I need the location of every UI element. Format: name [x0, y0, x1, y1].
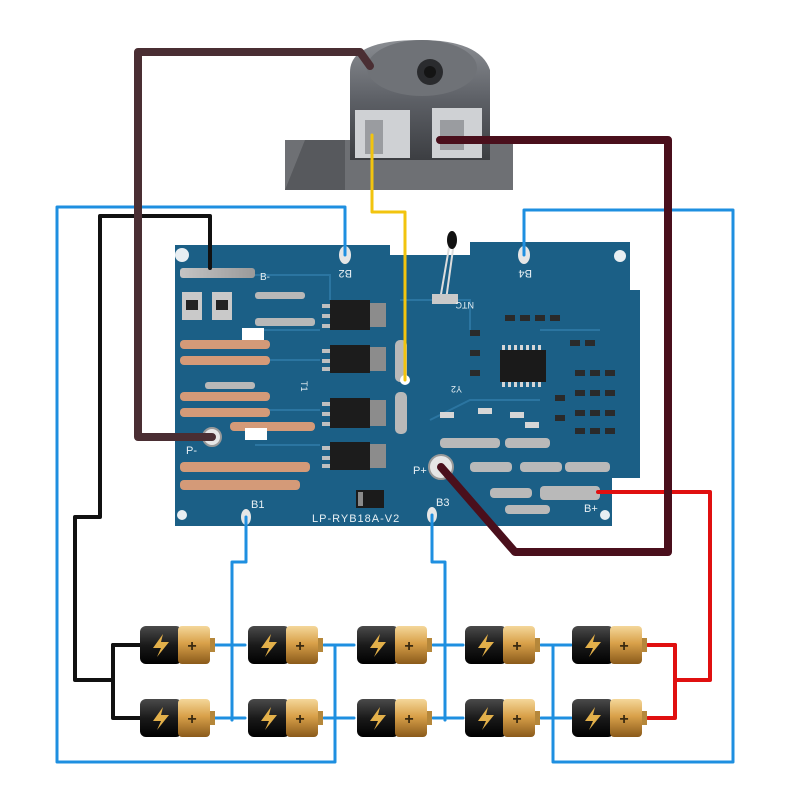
yellow-wire — [370, 133, 407, 382]
lightning-bolt-icon — [261, 707, 277, 730]
red-wire — [596, 490, 712, 720]
battery-plus-symbol: + — [187, 638, 196, 655]
lightning-bolt-icon — [478, 634, 494, 657]
brown-wire — [134, 48, 374, 441]
battery-plus-symbol: + — [187, 711, 196, 728]
blue-wire-b4 — [522, 208, 735, 764]
battery-cell: + — [140, 699, 215, 737]
pad-label-b3: B3 — [436, 497, 449, 509]
pad-label-p-plus: P+ — [413, 465, 427, 477]
blue-wire-b3 — [430, 513, 447, 722]
lightning-bolt-icon — [370, 707, 386, 730]
battery-cell: + — [465, 699, 540, 737]
mosfet-group — [322, 300, 386, 470]
battery-cell: + — [357, 699, 432, 737]
lightning-bolt-icon — [585, 634, 601, 657]
blue-wire-b2 — [55, 205, 347, 764]
lightning-bolt-icon — [261, 634, 277, 657]
battery-plus-symbol: + — [619, 711, 628, 728]
lightning-bolt-icon — [153, 707, 169, 730]
battery-plus-symbol: + — [512, 638, 521, 655]
battery-cell: + — [248, 626, 323, 664]
pad-label-b1: B1 — [251, 499, 264, 511]
wires — [55, 48, 735, 764]
pad-label-b-plus: B+ — [584, 503, 598, 515]
blue-wire-group — [55, 205, 735, 764]
battery-pack: + + + + + + + + + + — [140, 626, 647, 737]
silk-label-y2: Y2 — [451, 384, 462, 394]
battery-plus-symbol: + — [619, 638, 628, 655]
battery-plus-symbol: + — [512, 711, 521, 728]
battery-connector — [285, 40, 513, 190]
pad-label-b2: B2 — [339, 267, 352, 279]
battery-plus-symbol: + — [295, 711, 304, 728]
battery-cell: + — [248, 699, 323, 737]
bms-board: B- B2 B4 NTC T1 Y2 P- P+ B1 B3 B+ LP-RYB… — [175, 231, 640, 526]
battery-cell: + — [572, 699, 647, 737]
ntc-label: NTC — [455, 300, 474, 310]
pad-label-b-minus: B- — [260, 272, 270, 283]
battery-plus-symbol: + — [404, 638, 413, 655]
black-wire — [73, 214, 212, 720]
dark-red-wire — [436, 136, 672, 556]
battery-cell: + — [465, 626, 540, 664]
pad-label-b4: B4 — [519, 267, 532, 279]
battery-plus-symbol: + — [295, 638, 304, 655]
blue-wire-b1 — [230, 515, 248, 722]
silk-label-t1: T1 — [299, 381, 309, 392]
lightning-bolt-icon — [585, 707, 601, 730]
lightning-bolt-icon — [478, 707, 494, 730]
battery-cell: + — [572, 626, 647, 664]
lightning-bolt-icon — [153, 634, 169, 657]
battery-cell: + — [357, 626, 432, 664]
pad-label-p-minus: P- — [186, 445, 197, 457]
board-model-label: LP-RYB18A-V2 — [312, 513, 400, 525]
ntc-thermistor — [432, 231, 458, 304]
battery-cell: + — [140, 626, 215, 664]
lightning-bolt-icon — [370, 634, 386, 657]
battery-plus-symbol: + — [404, 711, 413, 728]
